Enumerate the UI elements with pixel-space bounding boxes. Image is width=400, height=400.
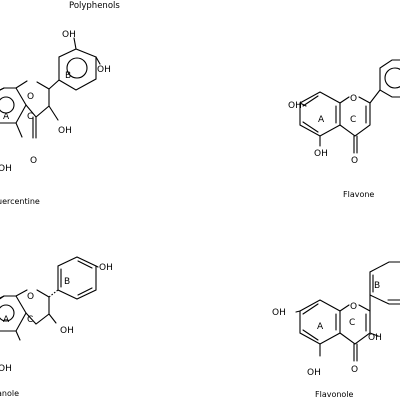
molecule-quercentine: B C A OH OH OH O O OH uercentine [0, 30, 111, 206]
ring-label-c: C [27, 112, 33, 122]
oh-label: OH [0, 164, 12, 174]
aromatic-circles [0, 57, 88, 114]
bond-skeleton [0, 37, 101, 139]
o-ring-atom: O [27, 92, 34, 102]
molecule-name: anole [0, 389, 19, 398]
o-carbonyl-atom: O [351, 365, 358, 375]
ring-label-b: B [64, 277, 70, 287]
ring-label-a: A [318, 115, 325, 125]
ring-label-a: A [3, 315, 10, 325]
ring-label-c: C [350, 115, 356, 125]
oh-label: OH [288, 101, 302, 111]
oh-label: OH [368, 333, 382, 343]
ring-label-b: B [374, 281, 380, 291]
oh-label: OH [272, 308, 286, 318]
oh-label: OH [60, 326, 74, 336]
oh-label: OH [97, 65, 111, 75]
molecule-name: Flavone [343, 190, 374, 199]
ring-label-a: A [317, 322, 324, 332]
ring-label-b: B [65, 71, 71, 81]
ring-label-a: A [3, 112, 10, 122]
bond-skeleton [0, 256, 99, 341]
o-ring-atom: O [350, 302, 357, 312]
figure-title: Polyphenols [69, 1, 120, 11]
molecule-flavonole: B OH A C O OH O OH Flavonole [272, 261, 400, 399]
o-ring-atom: O [27, 292, 34, 302]
molecule-flavone: OH A C O O OH Flavone [288, 59, 400, 199]
ring-label-c: C [349, 318, 355, 328]
o-carbonyl-atom: O [351, 156, 358, 166]
oh-label: OH [314, 149, 328, 159]
oh-label: OH [0, 364, 12, 374]
ring-label-c: C [27, 315, 33, 325]
bond-skeleton [299, 59, 400, 154]
molecule-name: uercentine [0, 197, 40, 206]
molecule-flavanole: B OH O C A OH OH anole [0, 256, 113, 398]
o-carbonyl-atom: O [30, 156, 37, 166]
o-ring-atom: O [350, 94, 357, 104]
oh-label: OH [99, 263, 113, 273]
molecule-name: Flavonole [315, 390, 354, 399]
oh-label: OH [58, 126, 72, 136]
oh-label: OH [307, 368, 321, 378]
bond-skeleton [295, 261, 400, 362]
oh-label: OH [62, 30, 76, 40]
aromatic-circles [0, 304, 15, 322]
aromatic-circles [384, 67, 400, 89]
